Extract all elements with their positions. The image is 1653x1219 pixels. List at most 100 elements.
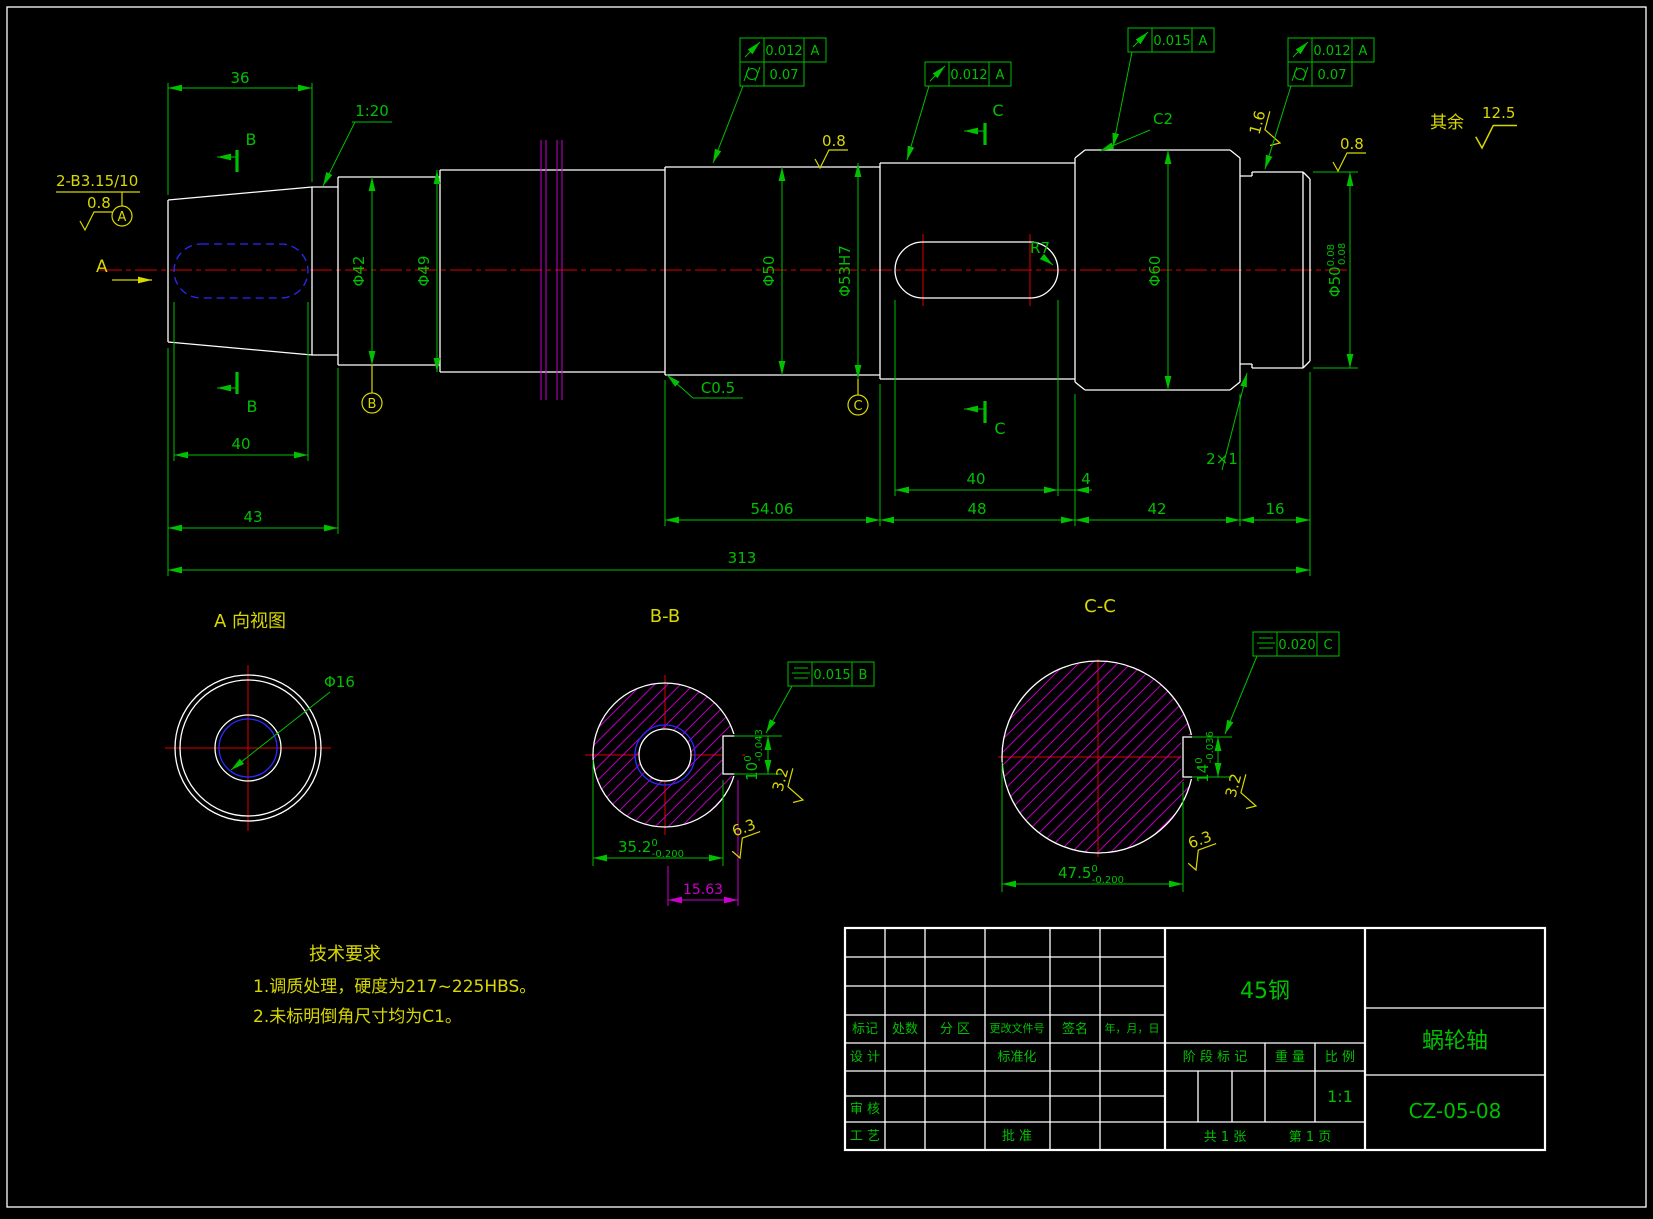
dim-key-depth-b: 35.20-0.200 (618, 838, 684, 860)
roughness-b-bottom: 6.3 (728, 815, 767, 861)
roughness-mid: 0.8 (814, 132, 849, 169)
label-c05: C0.5 (701, 379, 735, 397)
dia-50-right: Φ500.080.08 (1326, 243, 1348, 297)
symmetry-icon (1257, 637, 1275, 649)
roughness-symbols: 0.8 0.8 1.6 0.8 其余 12.5 (79, 104, 1518, 231)
dia-16: Φ16 (324, 673, 355, 691)
svg-text:C: C (1323, 638, 1332, 653)
tb-role-craft: 工 艺 (850, 1129, 880, 1144)
svg-text:0.8: 0.8 (87, 194, 111, 212)
label-r7: R7 (1030, 239, 1050, 257)
label-taper: 1:20 (355, 102, 389, 120)
tb-material: 45钢 (1240, 979, 1290, 1004)
svg-text:A: A (1199, 34, 1208, 49)
svg-text:1.6: 1.6 (1246, 109, 1270, 137)
leader-lines (322, 121, 1248, 471)
svg-text:0.015: 0.015 (813, 668, 850, 683)
svg-text:0.8: 0.8 (822, 132, 846, 150)
roughness-c-bottom: 6.3 (1184, 827, 1223, 873)
tb-role-design: 设 计 (850, 1050, 880, 1065)
dim-313: 313 (728, 549, 757, 567)
svg-text:0.020: 0.020 (1278, 638, 1315, 653)
dim-40-keyway: 40 (231, 435, 250, 453)
dim-43: 43 (243, 508, 262, 526)
tb-ratio: 比 例 (1325, 1050, 1355, 1065)
svg-text:6.3: 6.3 (1186, 827, 1215, 852)
tb-header-doc: 更改文件号 (990, 1021, 1045, 1035)
roughness-right: 0.8 (1332, 135, 1367, 172)
section-cc-title: C-C (1084, 596, 1116, 617)
tb-sheet-total: 共 1 张 (1204, 1130, 1247, 1145)
tb-header-count: 处数 (892, 1022, 918, 1037)
tech-req-item-2: 2.未标明倒角尺寸均为C1。 (253, 1007, 462, 1027)
tb-part-name: 蜗轮轴 (1422, 1029, 1488, 1054)
fcf-runout-50-right: 0.012 A 0.07 (1264, 37, 1375, 170)
tb-weight: 重 量 (1275, 1049, 1305, 1065)
tech-req-item-1: 1.调质处理，硬度为217~225HBS。 (253, 977, 536, 997)
section-label-b-top: B (246, 130, 257, 149)
keyway-slot (894, 241, 1059, 299)
taper-keyway-hidden (173, 243, 309, 299)
view-a: A 向视图 Φ16 (174, 611, 355, 822)
dimension-lines (168, 84, 1354, 574)
section-label-c-top: C (992, 101, 1003, 120)
svg-text:A: A (811, 44, 820, 59)
svg-text:0.012: 0.012 (765, 44, 802, 59)
datum-symbols: A B C 2-B3.15/10 A (56, 172, 869, 416)
dia-42: Φ42 (350, 256, 368, 287)
roughness-left: 0.8 (79, 194, 114, 231)
fcf-symmetry-c: 0.020 C (1224, 631, 1340, 735)
svg-text:0.015: 0.015 (1153, 34, 1190, 49)
extension-lines (167, 83, 1358, 576)
view-a-letter: A (96, 257, 108, 277)
datum-a: A (118, 210, 127, 225)
dia-53h7: Φ53H7 (836, 245, 854, 297)
svg-text:0.07: 0.07 (1318, 68, 1347, 83)
dim-54-06: 54.06 (751, 500, 794, 518)
svg-text:12.5: 12.5 (1482, 104, 1515, 122)
roughness-c-side: 3.2 (1222, 772, 1264, 812)
fcf-runout-50: 0.012 A 0.07 (712, 37, 827, 164)
svg-text:3.2: 3.2 (769, 766, 793, 794)
tb-sheet-page: 第 1 页 (1289, 1130, 1332, 1145)
tb-header-mark: 标记 (852, 1022, 878, 1037)
dim-key-width-b: 100-0.043 (743, 729, 765, 781)
tb-header-zone: 分 区 (940, 1022, 970, 1037)
svg-text:0.8: 0.8 (1340, 135, 1364, 153)
tb-role-standardize: 标准化 (997, 1050, 1036, 1065)
dim-42-len: 42 (1147, 500, 1166, 518)
datum-b: B (368, 397, 377, 412)
svg-text:6.3: 6.3 (730, 815, 759, 840)
dim-key-depth-c: 47.50-0.200 (1058, 864, 1124, 886)
technical-requirements: 技术要求 1.调质处理，硬度为217~225HBS。 2.未标明倒角尺寸均为C1… (253, 944, 536, 1027)
datum-c: C (853, 399, 862, 414)
tb-drawing-no: CZ-05-08 (1409, 1099, 1502, 1123)
svg-text:0.012: 0.012 (950, 68, 987, 83)
dia-49: Φ49 (415, 256, 433, 287)
dim-4: 4 (1081, 470, 1091, 488)
fcf-symmetry-b: 0.015 B (765, 661, 875, 734)
section-label-c-bottom: C (994, 419, 1005, 438)
dim-16: 16 (1265, 500, 1284, 518)
fcf-runout-53: 0.012 A (906, 61, 1012, 161)
section-bb: B-B 100-0.043 35.20-0.200 15.63 0.015 B … (592, 606, 875, 906)
roughness-default: 12.5 (1475, 104, 1518, 149)
center-holes-note: 2-B3.15/10 (56, 172, 138, 190)
tb-header-date: 年，月，日 (1105, 1021, 1160, 1035)
fcf-runout-60: 0.015 A (1112, 27, 1215, 148)
dim-36: 36 (230, 69, 249, 87)
roughness-b-side: 3.2 (769, 766, 811, 806)
dia-50: Φ50 (760, 256, 778, 287)
svg-text:0.07: 0.07 (770, 68, 799, 83)
dim-groove-2x1: 2×1 (1206, 450, 1238, 468)
dim-48: 48 (967, 500, 986, 518)
section-cc: C-C 140-0.036 47.50-0.200 0.020 C 3.2 6.… (1001, 596, 1340, 892)
fcf-frames: 0.012 A 0.07 0.012 A 0.015 A (712, 27, 1375, 170)
tech-req-title: 技术要求 (309, 944, 381, 965)
drawing-frame (6, 6, 1647, 1208)
tb-role-audit: 审 核 (850, 1102, 880, 1117)
section-label-b-bottom: B (247, 397, 258, 416)
tb-header-sign: 签名 (1062, 1021, 1088, 1037)
